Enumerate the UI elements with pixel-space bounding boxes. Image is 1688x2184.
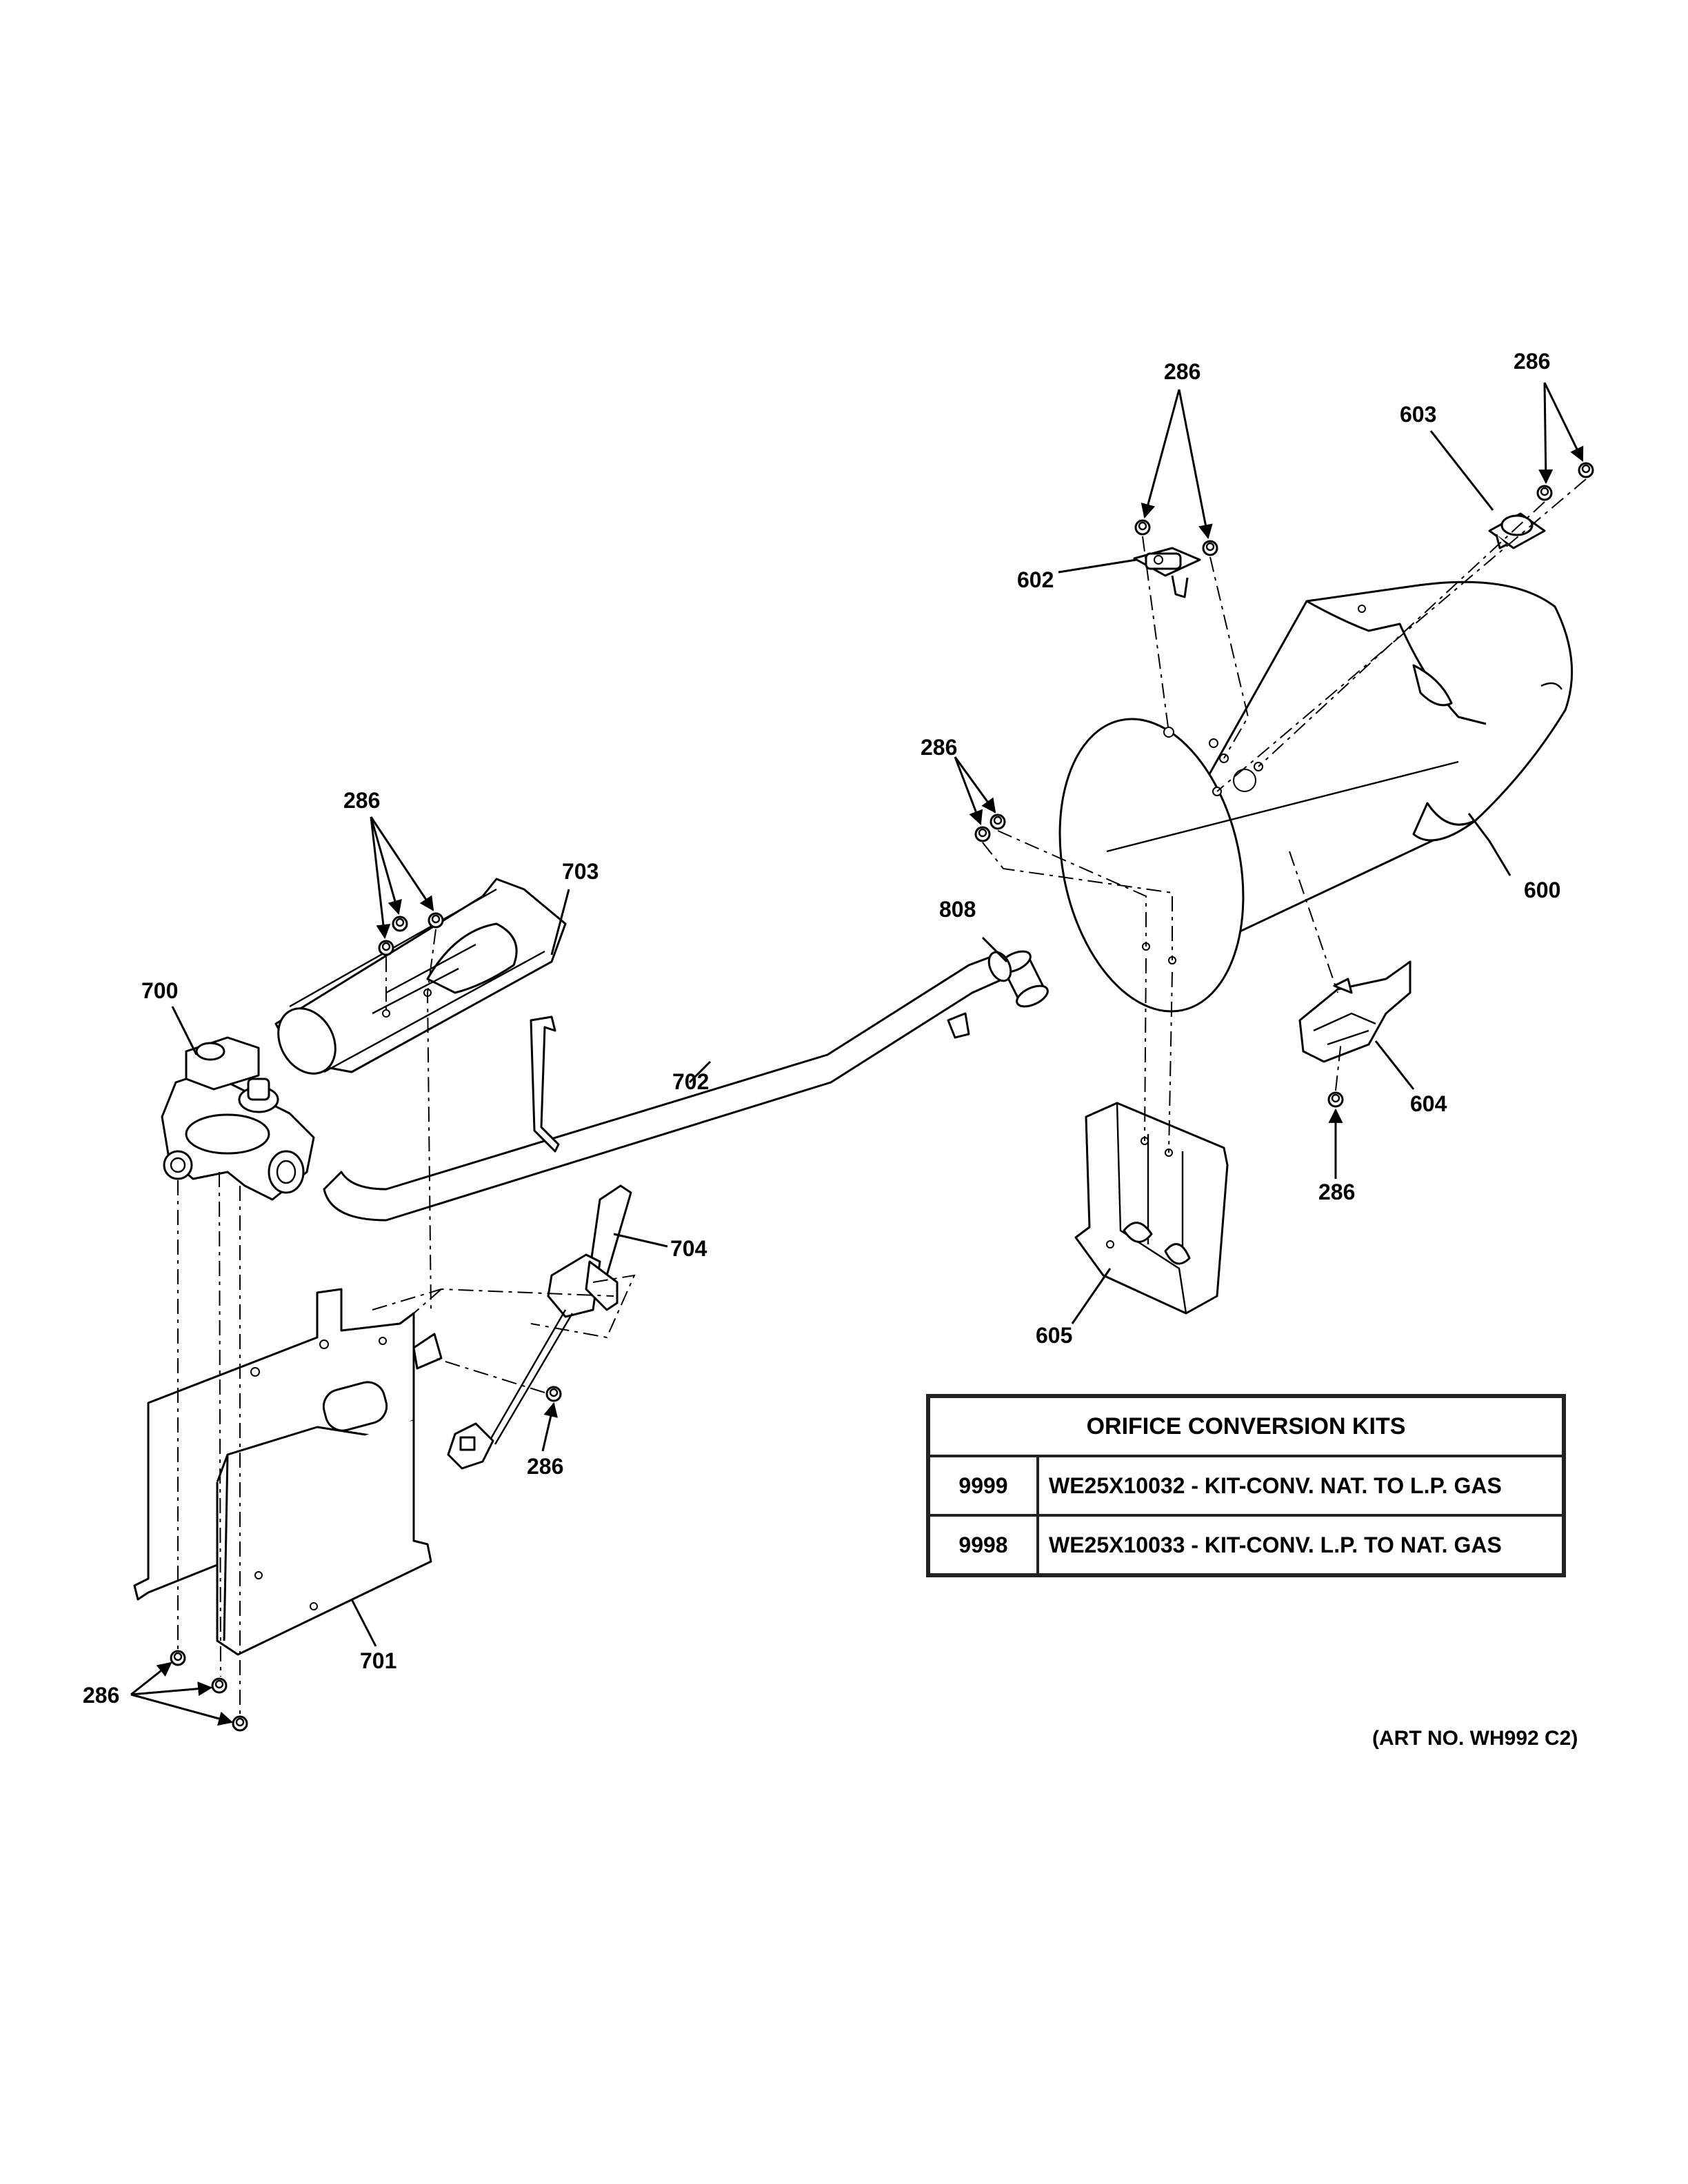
label-286: 286 [83, 1683, 119, 1708]
shield-605 [1074, 1102, 1229, 1315]
assembly-lines [177, 478, 1587, 1715]
leader-lines [130, 382, 1584, 1726]
burner-cup-703 [274, 878, 567, 1075]
bracket-701 [133, 1288, 443, 1656]
label-286: 286 [1318, 1180, 1355, 1204]
screw [392, 916, 408, 932]
thermal-fuse-602 [1133, 547, 1201, 598]
hi-limit-thermostat-603 [1488, 512, 1546, 549]
screw [1536, 485, 1553, 501]
label-704: 704 [670, 1236, 707, 1261]
table-row: 9999 WE25X10032 - KIT-CONV. NAT. TO L.P.… [927, 1455, 1565, 1517]
art-number: (ART NO. WH992 C2) [1372, 1727, 1578, 1750]
screw [989, 813, 1006, 830]
screw [428, 912, 444, 929]
screw [378, 940, 394, 956]
label-286: 286 [1514, 349, 1550, 374]
table-title: ORIFICE CONVERSION KITS [927, 1395, 1565, 1457]
screw [232, 1715, 248, 1732]
label-701: 701 [360, 1648, 396, 1673]
screw [1578, 462, 1594, 478]
kit-description: WE25X10032 - KIT-CONV. NAT. TO L.P. GAS [1036, 1455, 1565, 1517]
label-604: 604 [1410, 1091, 1447, 1116]
screw [1327, 1091, 1344, 1108]
kit-code: 9998 [927, 1514, 1039, 1577]
gas-tube-702 [323, 951, 1012, 1222]
screw [974, 826, 991, 842]
part-labels: 286 286 603 602 286 600 808 604 286 605 … [83, 349, 1560, 1708]
screws-286 [170, 462, 1594, 1732]
label-286: 286 [343, 788, 380, 813]
screw [1134, 519, 1151, 536]
kit-description: WE25X10033 - KIT-CONV. L.P. TO NAT. GAS [1036, 1514, 1565, 1577]
gas-valve-700 [161, 1036, 315, 1201]
screw [170, 1650, 186, 1666]
table-header-row: ORIFICE CONVERSION KITS [927, 1395, 1565, 1457]
table-row: 9998 WE25X10033 - KIT-CONV. L.P. TO NAT.… [927, 1514, 1565, 1577]
label-286: 286 [1164, 359, 1200, 384]
screw [545, 1386, 562, 1402]
screw [211, 1677, 228, 1694]
label-702: 702 [672, 1069, 709, 1094]
igniter-704 [447, 1184, 632, 1470]
label-700: 700 [141, 978, 178, 1003]
label-808: 808 [939, 897, 976, 922]
burner-tube-600 [1058, 580, 1574, 1013]
label-602: 602 [1017, 567, 1054, 592]
label-600: 600 [1524, 878, 1560, 902]
label-605: 605 [1036, 1323, 1072, 1348]
flame-sensor-604 [1298, 960, 1411, 1063]
label-286: 286 [921, 735, 957, 760]
screw [1202, 540, 1218, 556]
grommet-808 [998, 950, 1049, 1008]
orifice-conversion-kits-table: ORIFICE CONVERSION KITS 9999 WE25X10032 … [926, 1394, 1566, 1577]
label-703: 703 [562, 859, 599, 884]
label-603: 603 [1400, 402, 1436, 427]
label-286: 286 [527, 1454, 563, 1479]
kit-code: 9999 [927, 1455, 1039, 1517]
